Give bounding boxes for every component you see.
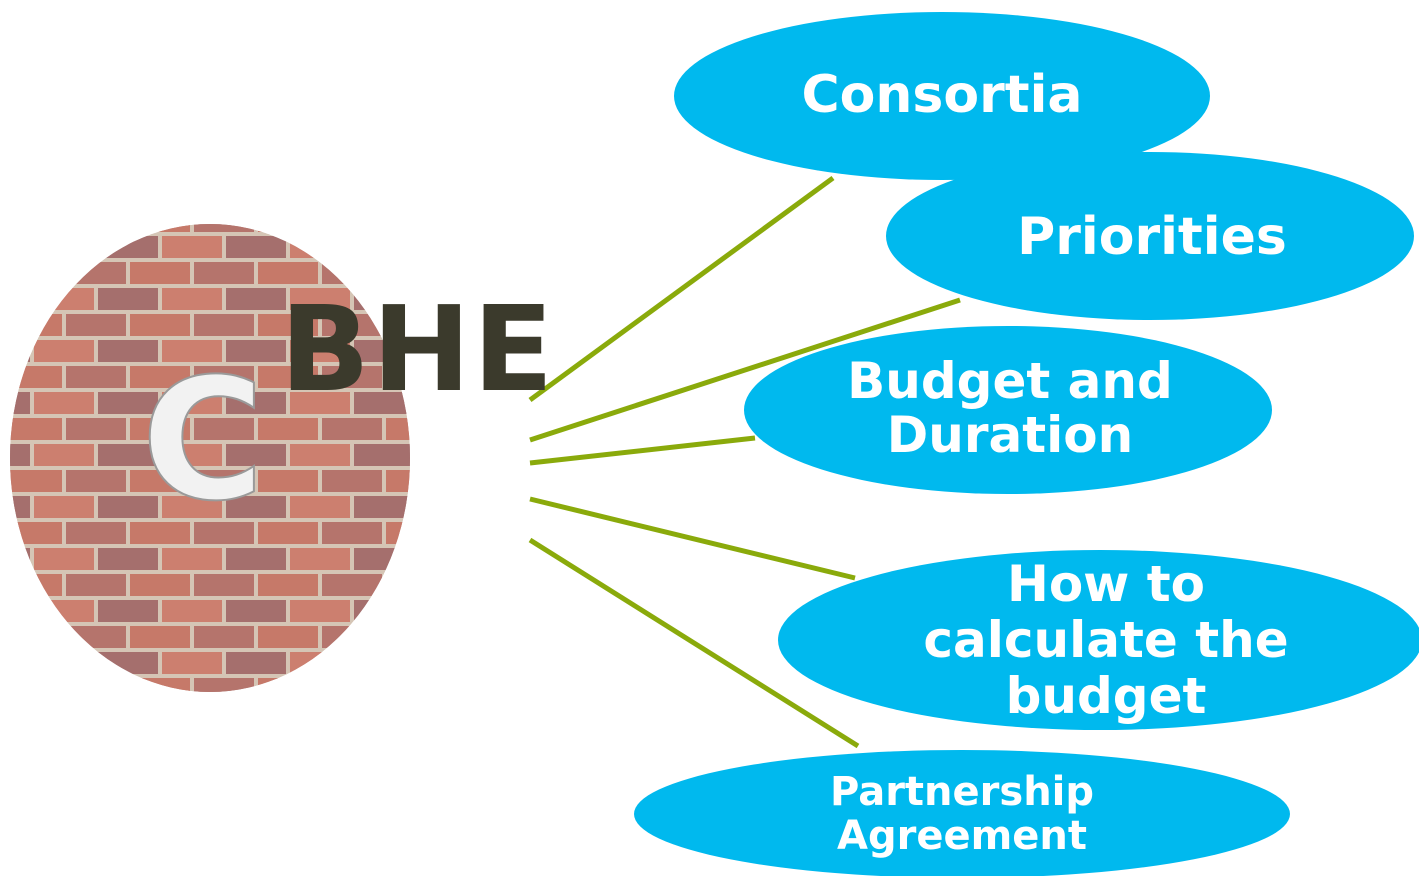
connector-lines	[528, 175, 961, 749]
node-partnership-label: Partnership Agreement	[829, 769, 1095, 859]
brick-wall-image	[10, 224, 410, 692]
node-consortia-shape	[674, 12, 1210, 180]
diagram-title: BHE	[280, 280, 556, 418]
node-partnership-shape	[634, 750, 1290, 876]
node-calculate-budget-shape	[778, 550, 1419, 730]
connector-budget-duration	[529, 435, 756, 466]
connector-consortia	[528, 175, 835, 403]
node-priorities-label: Priorities	[1017, 207, 1287, 267]
node-shapes	[634, 12, 1419, 876]
node-budget-duration-shape	[744, 326, 1272, 494]
node-calculate-budget-label: How to calculate the budget	[923, 555, 1289, 725]
node-priorities-shape	[886, 152, 1414, 320]
node-consortia-label: Consortia	[801, 65, 1083, 125]
connector-partnership	[528, 537, 860, 749]
node-budget-duration-label: Budget and Duration	[847, 352, 1173, 464]
wall-letter-c: C	[141, 342, 264, 538]
connector-priorities	[529, 297, 961, 443]
connector-calculate-budget	[529, 496, 856, 581]
